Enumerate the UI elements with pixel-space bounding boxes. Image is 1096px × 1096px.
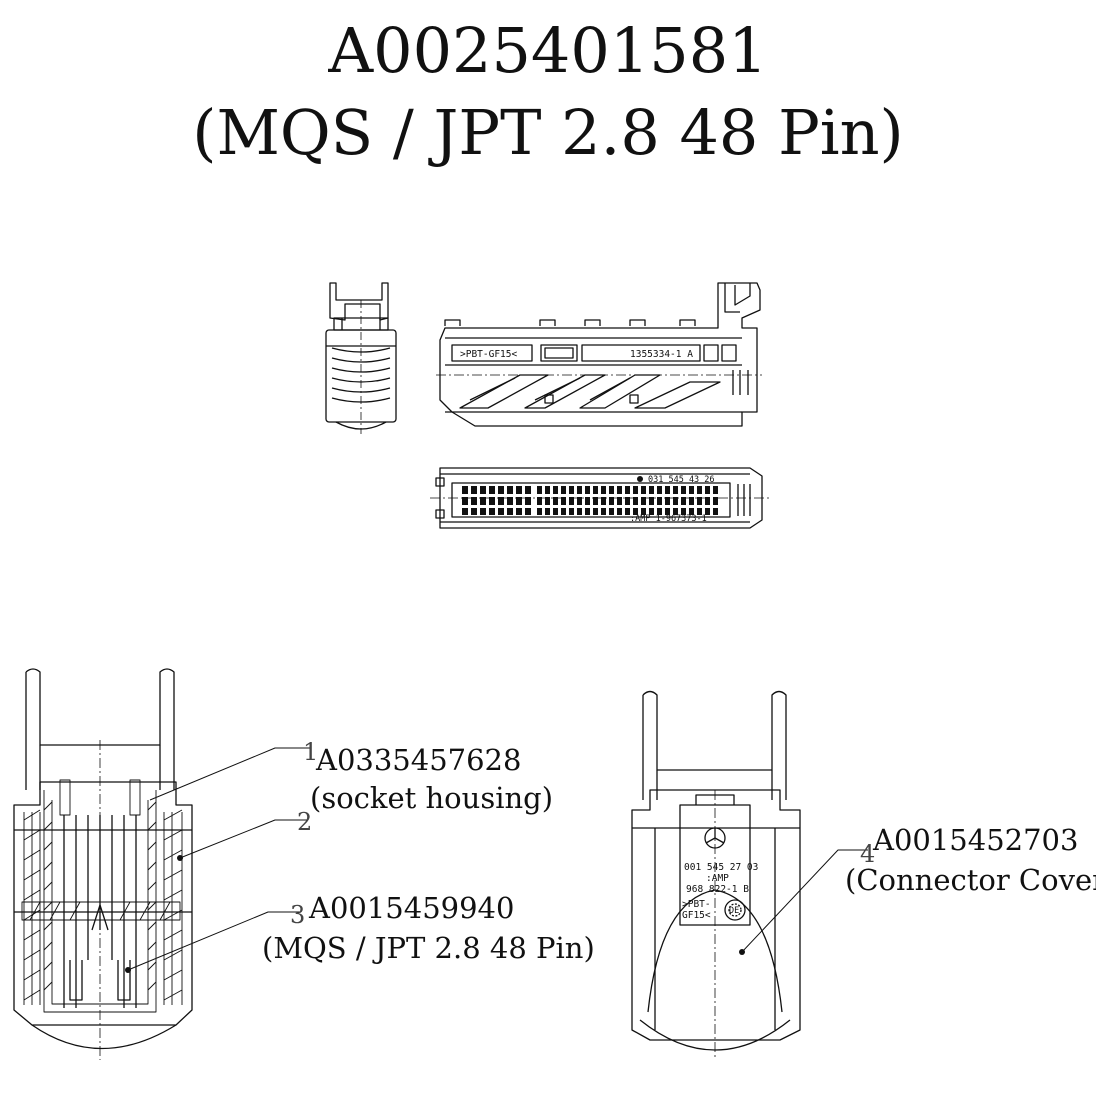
bottom-part-number-text: 031 545 43 26 (648, 475, 715, 485)
bottom-view-pin-grid: 031 545 43 26 :AMP 1-967373-1 (430, 467, 770, 529)
bottom-amp-text: :AMP 1-967373-1 (630, 514, 707, 524)
title-part-number: A0025401581 (328, 14, 768, 87)
leader-lines (127, 747, 868, 971)
callout-4-part-number: A0015452703 (872, 823, 1078, 857)
callout-1-number: 1 (303, 738, 318, 766)
end-view-small (325, 282, 397, 434)
callout-2: 2 (297, 808, 312, 836)
callout-1: 1 A0335457628 (socket housing) (303, 738, 553, 815)
callout-3-part-number: A0015459940 (308, 891, 514, 925)
callout-3-number: 3 (290, 901, 305, 929)
callout-1-description: (socket housing) (310, 781, 553, 815)
callout-1-part-number: A0335457628 (315, 743, 521, 777)
callout-4-number: 4 (860, 840, 875, 868)
side-band-right-text: 1355334-1 A (630, 349, 693, 360)
cover-part-number-text: 001 545 27 03 (684, 862, 758, 873)
recycle-logo-icon: DE (724, 899, 746, 921)
cover-amp-text: :AMP (706, 873, 729, 884)
callout-2-number: 2 (297, 808, 312, 836)
cover-material-line1: >PBT- (682, 899, 711, 910)
cross-section-view (13, 668, 193, 1060)
pin-grid (462, 486, 718, 515)
callout-3-description: (MQS / JPT 2.8 48 Pin) (262, 931, 595, 965)
cover-logo-text: DE (729, 906, 739, 916)
title-description: (MQS / JPT 2.8 48 Pin) (192, 96, 904, 169)
side-band-left-text: >PBT-GF15< (460, 349, 517, 360)
cover-view: 001 545 27 03 :AMP 968 822-1 B >PBT- GF1… (631, 690, 801, 1060)
cover-material-line2: GF15< (682, 910, 711, 921)
cover-amp-number-text: 968 822-1 B (686, 884, 749, 895)
callout-4: 4 A0015452703 (Connector Cover) (845, 823, 1096, 897)
callout-3: 3 A0015459940 (MQS / JPT 2.8 48 Pin) (262, 891, 595, 965)
side-view: >PBT-GF15< 1355334-1 A (436, 282, 762, 427)
callout-4-description: (Connector Cover) (845, 863, 1096, 897)
